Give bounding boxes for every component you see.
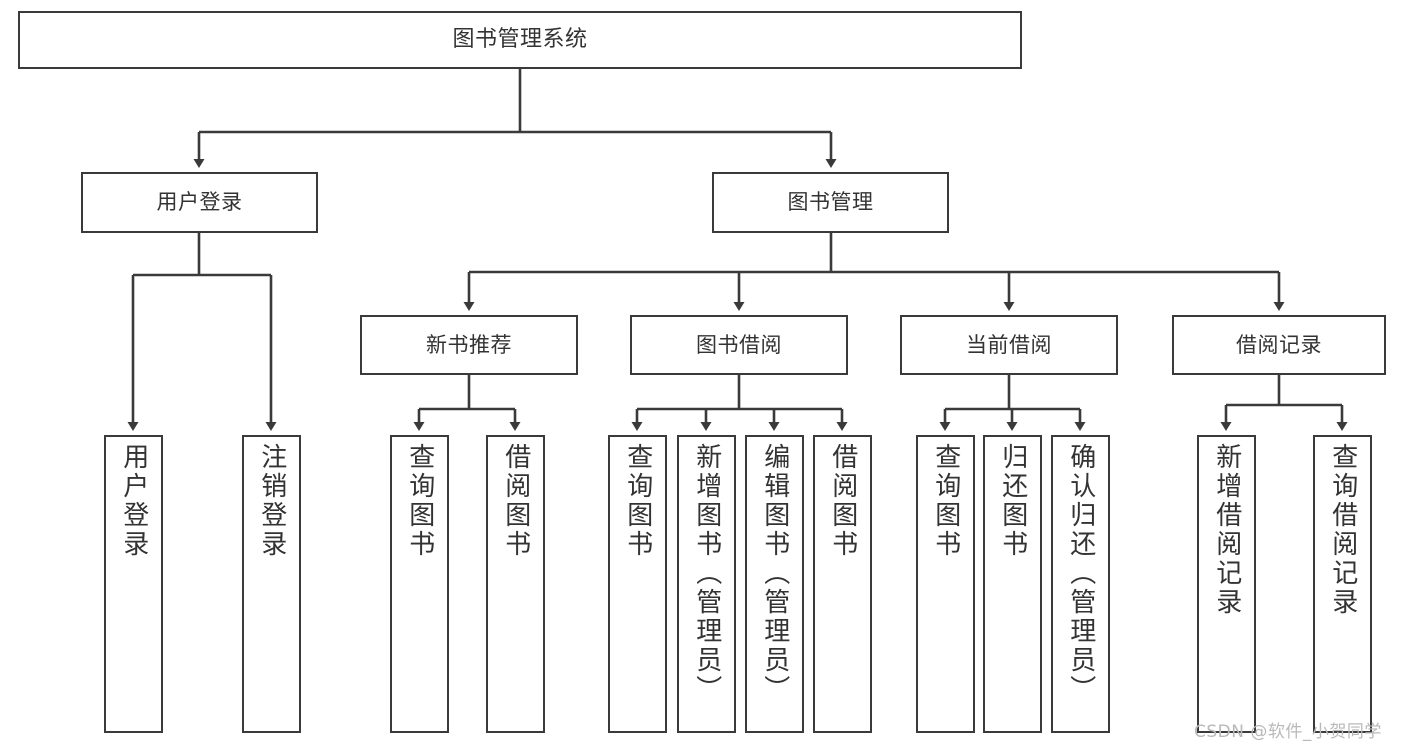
node-leaf-query-record-label: 查询借阅记录 [1327,443,1358,617]
node-leaf-add-record[interactable]: 新增借阅记录 [1197,435,1256,733]
node-user-login[interactable]: 用户登录 [81,172,318,233]
node-root[interactable]: 图书管理系统 [18,11,1022,69]
node-leaf-edit-book[interactable]: 编辑图书（管理员） [745,435,804,733]
node-book-borrow[interactable]: 图书借阅 [630,315,848,375]
node-book-manage[interactable]: 图书管理 [712,172,949,233]
node-new-book-rec-label: 新书推荐 [426,332,512,357]
node-new-book-rec[interactable]: 新书推荐 [360,315,578,375]
node-leaf-query-book-b[interactable]: 查询图书 [608,435,667,733]
node-leaf-return-book-label: 归还图书 [997,443,1028,559]
node-leaf-query-book-b-label: 查询图书 [622,443,653,559]
node-leaf-query-book-a-label: 查询图书 [404,443,435,559]
node-leaf-confirm-return-label: 确认归还（管理员） [1065,443,1096,704]
node-borrow-record[interactable]: 借阅记录 [1172,315,1386,375]
node-leaf-query-record[interactable]: 查询借阅记录 [1313,435,1372,733]
node-leaf-borrow-book-a-label: 借阅图书 [500,443,531,559]
node-leaf-confirm-return[interactable]: 确认归还（管理员） [1051,435,1110,733]
watermark: CSDN @软件_小贺同学 [1194,722,1382,742]
node-current-borrow-label: 当前借阅 [966,332,1052,357]
node-leaf-user-login[interactable]: 用户登录 [104,435,163,733]
node-leaf-query-book-c-label: 查询图书 [930,443,961,559]
node-leaf-add-book-label: 新增图书（管理员） [691,443,722,704]
node-leaf-add-book[interactable]: 新增图书（管理员） [677,435,736,733]
node-leaf-add-record-label: 新增借阅记录 [1211,443,1242,617]
node-leaf-logout[interactable]: 注销登录 [242,435,301,733]
node-book-manage-label: 图书管理 [787,190,874,215]
node-leaf-logout-label: 注销登录 [256,443,287,559]
node-leaf-query-book-c[interactable]: 查询图书 [916,435,975,733]
node-leaf-query-book-a[interactable]: 查询图书 [390,435,449,733]
node-book-borrow-label: 图书借阅 [696,332,782,357]
node-borrow-record-label: 借阅记录 [1236,332,1322,357]
node-current-borrow[interactable]: 当前借阅 [900,315,1118,375]
node-leaf-return-book[interactable]: 归还图书 [983,435,1042,733]
node-leaf-borrow-book-a[interactable]: 借阅图书 [486,435,545,733]
node-leaf-user-login-label: 用户登录 [118,443,149,559]
node-user-login-label: 用户登录 [156,190,243,215]
node-leaf-borrow-book-b-label: 借阅图书 [827,443,858,559]
node-leaf-edit-book-label: 编辑图书（管理员） [759,443,790,704]
node-root-label: 图书管理系统 [452,27,588,53]
node-leaf-borrow-book-b[interactable]: 借阅图书 [813,435,872,733]
